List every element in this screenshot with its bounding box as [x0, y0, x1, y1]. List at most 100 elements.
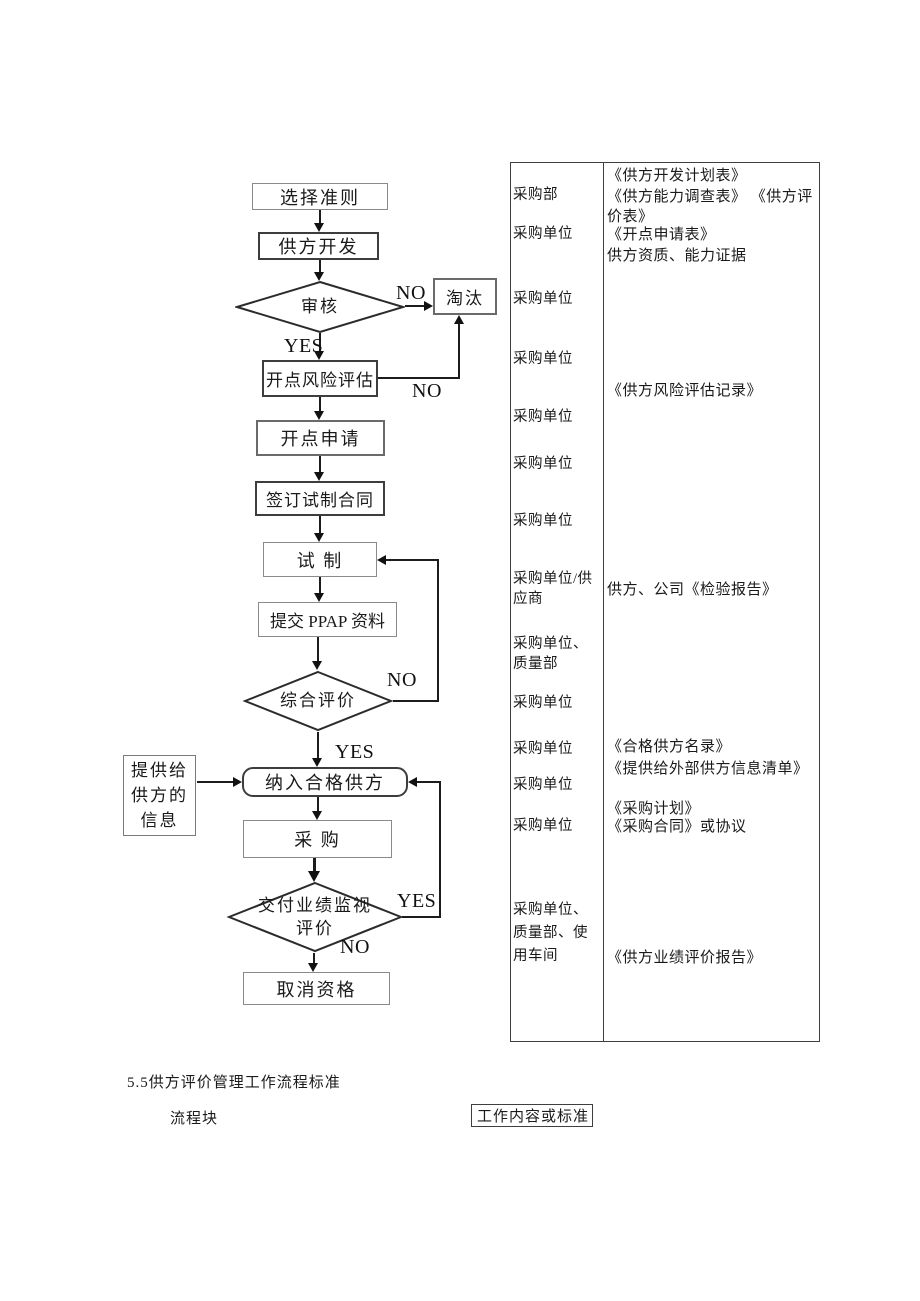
node-site-application: 开点申请 [256, 420, 385, 456]
connector [313, 953, 315, 964]
arrowhead-down [314, 533, 324, 542]
table-dept-cell: 采购单位 [513, 513, 573, 529]
node-eliminate: 淘汰 [433, 278, 497, 315]
table-doc-cell: 《合格供方名录》 [607, 739, 732, 755]
arrowhead-down [314, 593, 324, 602]
node-supplier-development: 供方开发 [258, 232, 379, 260]
connector [319, 260, 321, 273]
table-dept-cell: 采购单位 [513, 818, 573, 834]
arrowhead-down [314, 223, 324, 232]
arrowhead-right [233, 777, 242, 787]
diamond-evaluation-shape [243, 670, 393, 732]
table-dept-cell: 采购单位、质量部、使用车间 [513, 902, 588, 964]
connector [317, 732, 319, 759]
table-dept-cell: 采购部 [513, 187, 558, 203]
arrowhead-down [314, 272, 324, 281]
table-doc-cell: 《开点申请表》 [607, 227, 716, 243]
diamond-review-shape [235, 280, 405, 334]
node-delivery-monitor-line1: 交付业绩监视 [258, 896, 372, 915]
table-dept-cell: 采购单位、质量部 [513, 636, 588, 672]
node-qualified-supplier: 纳入合格供方 [242, 767, 408, 797]
node-delivery-monitor-line2: 评价 [296, 919, 334, 938]
connector [386, 559, 439, 561]
section-heading: 5.5供方评价管理工作流程标准 [127, 1075, 341, 1091]
arrowhead-right [424, 301, 433, 311]
info-line-1: 提供给 [131, 761, 188, 780]
flow-block-label: 流程块 [170, 1111, 219, 1127]
table-dept-cell: 采购单位 [513, 695, 573, 711]
table-doc-cell: 《供方开发计划表》 [607, 168, 747, 184]
table-doc-cell: 《提供给外部供方信息清单》 [607, 761, 809, 777]
arrowhead-down [314, 351, 324, 360]
diamond-review-outline [235, 280, 405, 334]
reference-table [510, 162, 820, 1042]
diamond-evaluation-outline [243, 670, 393, 732]
label-delivery-yes: YES [397, 890, 437, 912]
arrowhead-up [454, 315, 464, 324]
label-delivery-no: NO [340, 936, 370, 958]
arrowhead-down [314, 472, 324, 481]
table-dept-cell: 采购单位/供应商 [513, 571, 593, 607]
label-eval-no: NO [387, 669, 417, 691]
table-column-divider [603, 163, 604, 1041]
node-trial-production: 试 制 [263, 542, 377, 577]
node-disqualification: 取消资格 [243, 972, 390, 1005]
label-review-no: NO [396, 282, 426, 304]
connector [319, 456, 321, 473]
table-doc-cell: 《供方风险评估记录》 [607, 383, 763, 399]
table-dept-cell: 采购单位 [513, 741, 573, 757]
node-trial-contract: 签订试制合同 [255, 481, 385, 516]
info-line-3: 信息 [140, 811, 179, 830]
diamond-delivery-outline [227, 881, 403, 953]
table-dept-cell: 采购单位 [513, 409, 573, 425]
arrowhead-down [312, 758, 322, 767]
connector [405, 305, 426, 307]
connector [319, 397, 321, 412]
connector [393, 700, 439, 702]
table-doc-cell: 《采购合同》或协议 [607, 819, 747, 835]
table-dept-cell: 采购单位 [513, 456, 573, 472]
node-purchasing: 采 购 [243, 820, 392, 858]
arrowhead-left [408, 777, 417, 787]
connector [197, 781, 234, 783]
arrowhead-down [312, 661, 322, 670]
diamond-delivery-shape [227, 881, 403, 953]
node-submit-ppap: 提交 PPAP 资料 [258, 602, 397, 637]
table-doc-cell: 《供方能力调查表》 《供方评价表》 [607, 189, 813, 225]
connector [317, 797, 319, 812]
node-risk-assessment: 开点风险评估 [262, 360, 378, 397]
connector [313, 858, 316, 872]
label-eval-yes: YES [335, 741, 375, 763]
connector [319, 333, 321, 352]
connector [378, 377, 460, 379]
table-doc-cell: 《采购计划》 [607, 801, 701, 817]
table-doc-cell: 《供方业绩评价报告》 [607, 950, 763, 966]
connector [458, 323, 460, 379]
connector [317, 637, 319, 662]
table-dept-cell: 采购单位 [513, 777, 573, 793]
label-risk-no: NO [412, 380, 442, 402]
node-comprehensive-evaluation: 综合评价 [280, 691, 356, 710]
info-line-2: 供方的 [131, 786, 188, 805]
connector [437, 559, 439, 702]
work-content-box: 工作内容或标准 [471, 1104, 593, 1127]
arrowhead-down [308, 963, 318, 972]
label-review-yes: YES [284, 335, 324, 357]
connector [417, 781, 441, 783]
connector [319, 210, 321, 224]
connector [319, 516, 321, 534]
table-doc-cell: 供方资质、能力证据 [607, 248, 747, 264]
node-info-to-supplier: 提供给 供方的 信息 [131, 758, 188, 833]
node-review: 审核 [301, 297, 339, 316]
arrowhead-down [314, 411, 324, 420]
arrowhead-down [312, 811, 322, 820]
table-dept-cell: 采购单位 [513, 351, 573, 367]
table-dept-cell: 采购单位 [513, 291, 573, 307]
arrowhead-left [377, 555, 386, 565]
node-select-criteria: 选择准则 [252, 183, 388, 210]
arrowhead-down [308, 871, 320, 882]
connector [319, 577, 321, 594]
connector [439, 781, 441, 918]
table-doc-cell: 供方、公司《检验报告》 [607, 582, 778, 598]
